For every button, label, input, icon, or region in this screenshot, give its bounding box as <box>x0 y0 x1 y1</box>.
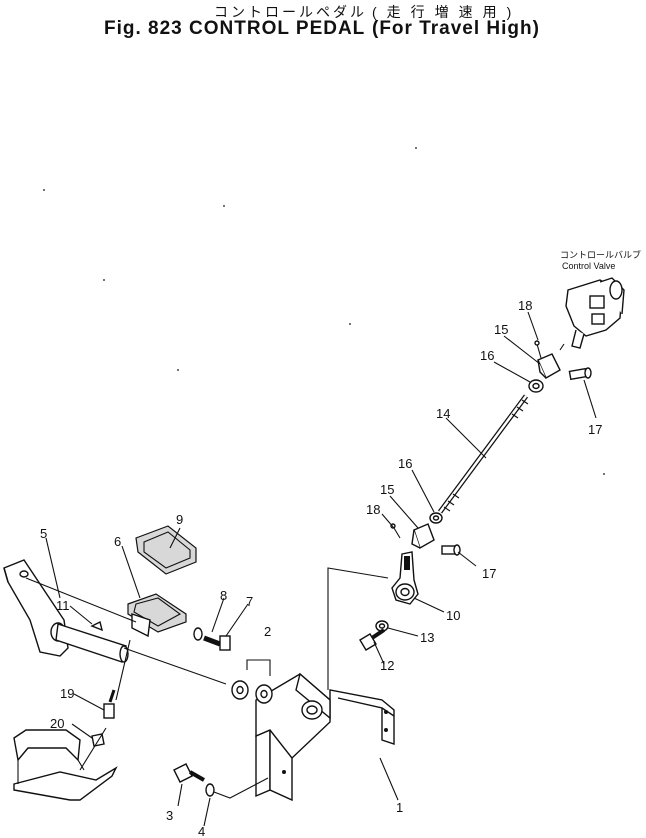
callout-numbers: 1 2 3 4 5 6 7 8 9 10 11 12 13 14 15 16 1… <box>40 298 602 838</box>
callout-18-lower: 18 <box>366 502 380 517</box>
scan-specks <box>43 147 605 475</box>
callout-12: 12 <box>380 658 394 673</box>
callout-14: 14 <box>436 406 450 421</box>
upper-clevis <box>528 340 561 393</box>
callout-5: 5 <box>40 526 47 541</box>
pedal-pad <box>135 525 197 575</box>
bolt-3 <box>173 763 205 783</box>
callout-9: 9 <box>176 512 183 527</box>
shaft-11 <box>55 623 129 663</box>
bolt-19 <box>103 689 116 719</box>
callout-16-upper: 16 <box>480 348 494 363</box>
callout-19: 19 <box>60 686 74 701</box>
callout-17-lower: 17 <box>482 566 496 581</box>
callout-8: 8 <box>220 588 227 603</box>
valve-label-jp: コントロールバルブ <box>560 249 641 260</box>
lower-clevis <box>390 512 443 550</box>
callout-7: 7 <box>246 594 253 609</box>
callout-13: 13 <box>420 630 434 645</box>
title-japanese: コントロールペダル <box>214 4 367 20</box>
lower-pin-17 <box>441 544 461 556</box>
callout-11: 11 <box>56 598 70 613</box>
callout-20: 20 <box>50 716 64 731</box>
control-valve <box>559 277 625 351</box>
callout-16-lower: 16 <box>398 456 412 471</box>
valve-label-en: Control Valve <box>562 261 615 271</box>
subtitle-japanese: (走行増速用) <box>372 4 522 20</box>
leader-lines <box>25 311 597 827</box>
upper-pin-17 <box>568 367 592 381</box>
figure-subtitle: (For Travel High) <box>372 18 540 39</box>
callout-15-lower: 15 <box>380 482 394 497</box>
washer-13 <box>375 620 389 632</box>
callout-3: 3 <box>166 808 173 823</box>
pin-11 <box>90 620 104 632</box>
callout-2: 2 <box>264 624 271 639</box>
callout-1: 1 <box>396 800 403 815</box>
callout-4: 4 <box>198 824 205 838</box>
callout-10: 10 <box>446 608 460 623</box>
floor-bracket <box>13 729 118 801</box>
bushings <box>231 659 273 704</box>
washer-4 <box>205 783 215 797</box>
control-rod <box>437 394 529 514</box>
callout-15-upper: 15 <box>494 322 508 337</box>
mounting-bracket <box>255 567 395 802</box>
callout-6: 6 <box>114 534 121 549</box>
bolt-7 <box>203 635 231 651</box>
callout-17-upper: 17 <box>588 422 602 437</box>
callout-18-upper: 18 <box>518 298 532 313</box>
bolt-12 <box>359 628 386 651</box>
washer-8 <box>193 627 203 641</box>
pedal-plate <box>127 593 187 638</box>
figure-title: Fig. 823 CONTROL PEDAL <box>104 18 366 39</box>
lever-arm <box>391 551 419 605</box>
